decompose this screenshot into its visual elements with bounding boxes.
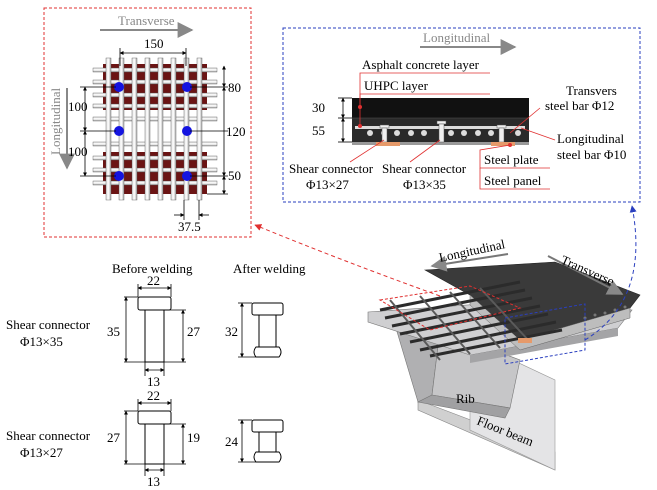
rebar-mesh-cross <box>389 287 531 361</box>
section-view-frame <box>282 27 641 203</box>
rib-label: Rib <box>456 391 475 406</box>
conn1-shank-dim: 13 <box>147 374 160 389</box>
steel-plate-2 <box>491 142 515 146</box>
plan-longitudinal-label: Longitudinal <box>48 87 63 155</box>
dim-120: 120 <box>226 124 246 139</box>
dim-100-b: 100 <box>68 144 88 159</box>
callout-dots <box>358 105 512 147</box>
conn2-label-1: Shear connector <box>6 428 91 443</box>
steel-panel-label: Steel panel <box>484 173 542 188</box>
model-3d: Longitudinal Transverse Rib Floor beam <box>367 236 641 471</box>
connector-2-dims <box>124 399 186 476</box>
conn2-head-dim: 22 <box>147 388 160 403</box>
dim-100-a: 100 <box>68 99 88 114</box>
conn1-after-dim: 32 <box>225 324 238 339</box>
asphalt-layer <box>352 98 529 118</box>
conn1-height-right-dim: 27 <box>187 324 201 339</box>
section-region-marker <box>504 303 586 365</box>
plan-view-frame <box>43 7 252 238</box>
conn1-head-dim: 22 <box>147 273 160 288</box>
connector-1-dims <box>124 284 186 376</box>
section-view: Longitudinal <box>282 27 641 203</box>
dim-55: 55 <box>312 123 325 138</box>
conn2-after-dim: 24 <box>225 434 239 449</box>
horizontal-bars <box>92 67 218 186</box>
dim-30: 30 <box>312 100 325 115</box>
conn1-label-1: Shear connector <box>6 317 91 332</box>
section-longitudinal-label: Longitudinal <box>423 30 491 45</box>
slab-holes <box>583 305 627 320</box>
connector-2-after <box>251 419 284 463</box>
deck-plate-edge <box>470 328 618 363</box>
steel-plate-1 <box>376 142 400 146</box>
model-transverse-arrow <box>547 255 624 295</box>
conn2-height-left-dim: 27 <box>107 430 121 445</box>
plan-region-marker <box>378 285 522 331</box>
uhpc-label: UHPC layer <box>364 78 429 93</box>
shear-connector-b-label-1: Shear connector <box>382 161 467 176</box>
rib-base <box>417 394 511 419</box>
dim-50: 50 <box>228 168 241 183</box>
transvers-bar-label-2: steel bar Φ12 <box>545 98 614 113</box>
steel-plate-3d <box>518 338 532 343</box>
dim-150: 150 <box>144 36 164 51</box>
shear-connector-a-label-2: Φ13×27 <box>306 177 349 192</box>
plan-dimensions <box>80 48 228 220</box>
conn2-shank-dim: 13 <box>147 474 160 489</box>
after-welding-label: After welding <box>233 261 306 276</box>
steel-panel <box>352 142 529 145</box>
longitudinal-bar-label-1: Longitudinal <box>557 131 625 146</box>
dim-80: 80 <box>228 80 241 95</box>
conn2-label-2: Φ13×27 <box>20 445 63 460</box>
model-longitudinal-arrow <box>430 253 509 272</box>
asphalt-label: Asphalt concrete layer <box>362 57 480 72</box>
section-callouts <box>349 72 556 190</box>
steel-plate-label: Steel plate <box>484 152 539 167</box>
connector-1-before <box>137 296 172 363</box>
before-welding-label: Before welding <box>112 261 193 276</box>
plan-transverse-label: Transverse <box>118 13 175 28</box>
connector-1-after-dim <box>238 302 256 358</box>
dim-37-5: 37.5 <box>178 219 201 234</box>
red-link-arrow <box>254 224 441 297</box>
transvers-bar-label-1: Transvers <box>566 83 617 98</box>
connector-2-before <box>137 410 172 465</box>
blue-link-arrow <box>584 205 637 341</box>
plan-view: Transverse Longitudinal <box>43 7 252 238</box>
section-dimensions <box>338 97 352 143</box>
shear-connector-a-label-1: Shear connector <box>289 161 374 176</box>
longitudinal-bar-label-2: steel bar Φ10 <box>557 147 626 162</box>
conn1-label-2: Φ13×35 <box>20 334 63 349</box>
stud-markers <box>114 82 192 181</box>
welding-details: Before welding After welding 22 35 27 13 <box>6 261 306 489</box>
connector-1-after <box>251 302 284 358</box>
conn1-height-left-dim: 35 <box>107 324 120 339</box>
connector-2-after-dim <box>238 419 256 463</box>
shear-connector-b-label-2: Φ13×35 <box>403 177 446 192</box>
conn2-height-right-dim: 19 <box>187 430 200 445</box>
